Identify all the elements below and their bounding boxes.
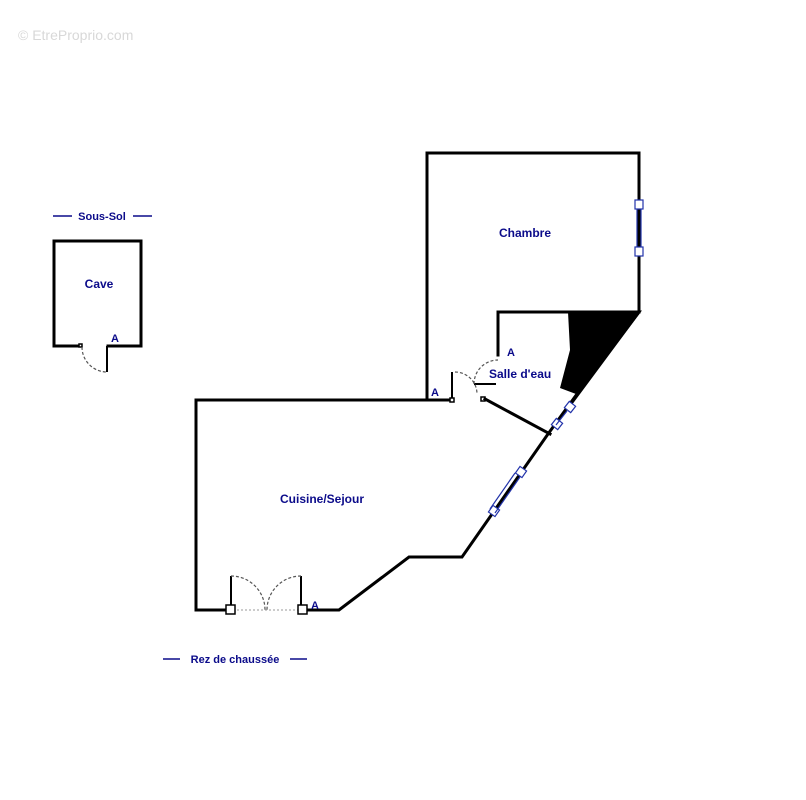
cave-label: Cave <box>85 277 114 291</box>
entrance-post-right <box>297 604 308 615</box>
entrance-swing-right <box>266 575 302 611</box>
salle-eau-door-mark: A <box>507 347 515 359</box>
sejour-walls-right <box>302 309 642 612</box>
bath-window-pane <box>555 410 568 426</box>
cuisine-sejour-label: Cuisine/Sejour <box>280 492 364 506</box>
chambre-window-post-bottom <box>634 246 644 257</box>
chambre-door-swing <box>454 371 478 395</box>
sejour-window-post-top <box>514 465 528 479</box>
chambre-door-jamb <box>449 397 455 403</box>
chambre-window-post-top <box>634 199 644 210</box>
cave-door-jamb <box>78 343 83 348</box>
sejour-walls-left <box>194 398 454 612</box>
basement-level-label: Sous-Sol <box>78 211 126 223</box>
salle-eau-room: Salle d'eau A <box>473 310 642 437</box>
salle-eau-label: Salle d'eau <box>489 367 551 381</box>
ground-level-label: Rez de chaussée <box>191 654 280 666</box>
sejour-window-pane-b <box>494 476 521 514</box>
chambre-label: Chambre <box>499 226 551 240</box>
chambre-walls <box>425 151 641 400</box>
entrance-door-mark: A <box>311 600 319 612</box>
cuisine-sejour-room: Cuisine/Sejour A A <box>194 309 642 615</box>
cave-walls <box>52 239 143 348</box>
cave-door-swing <box>81 346 108 373</box>
entrance-swing-left <box>230 575 266 611</box>
shower-block <box>560 312 639 394</box>
salle-eau-lower-wall <box>482 396 553 437</box>
cave-door-mark: A <box>111 333 119 345</box>
basement-level: Sous-Sol Cave A <box>52 211 152 373</box>
sejour-window-pane-a <box>489 472 516 510</box>
watermark: © EtreProprio.com <box>18 27 133 43</box>
ground-level: Rez de chaussée <box>163 654 307 666</box>
entrance-post-left <box>225 604 236 615</box>
bath-window-post-a <box>563 400 577 414</box>
chambre-room: Chambre <box>425 151 644 400</box>
chambre-door-mark: A <box>431 387 439 399</box>
